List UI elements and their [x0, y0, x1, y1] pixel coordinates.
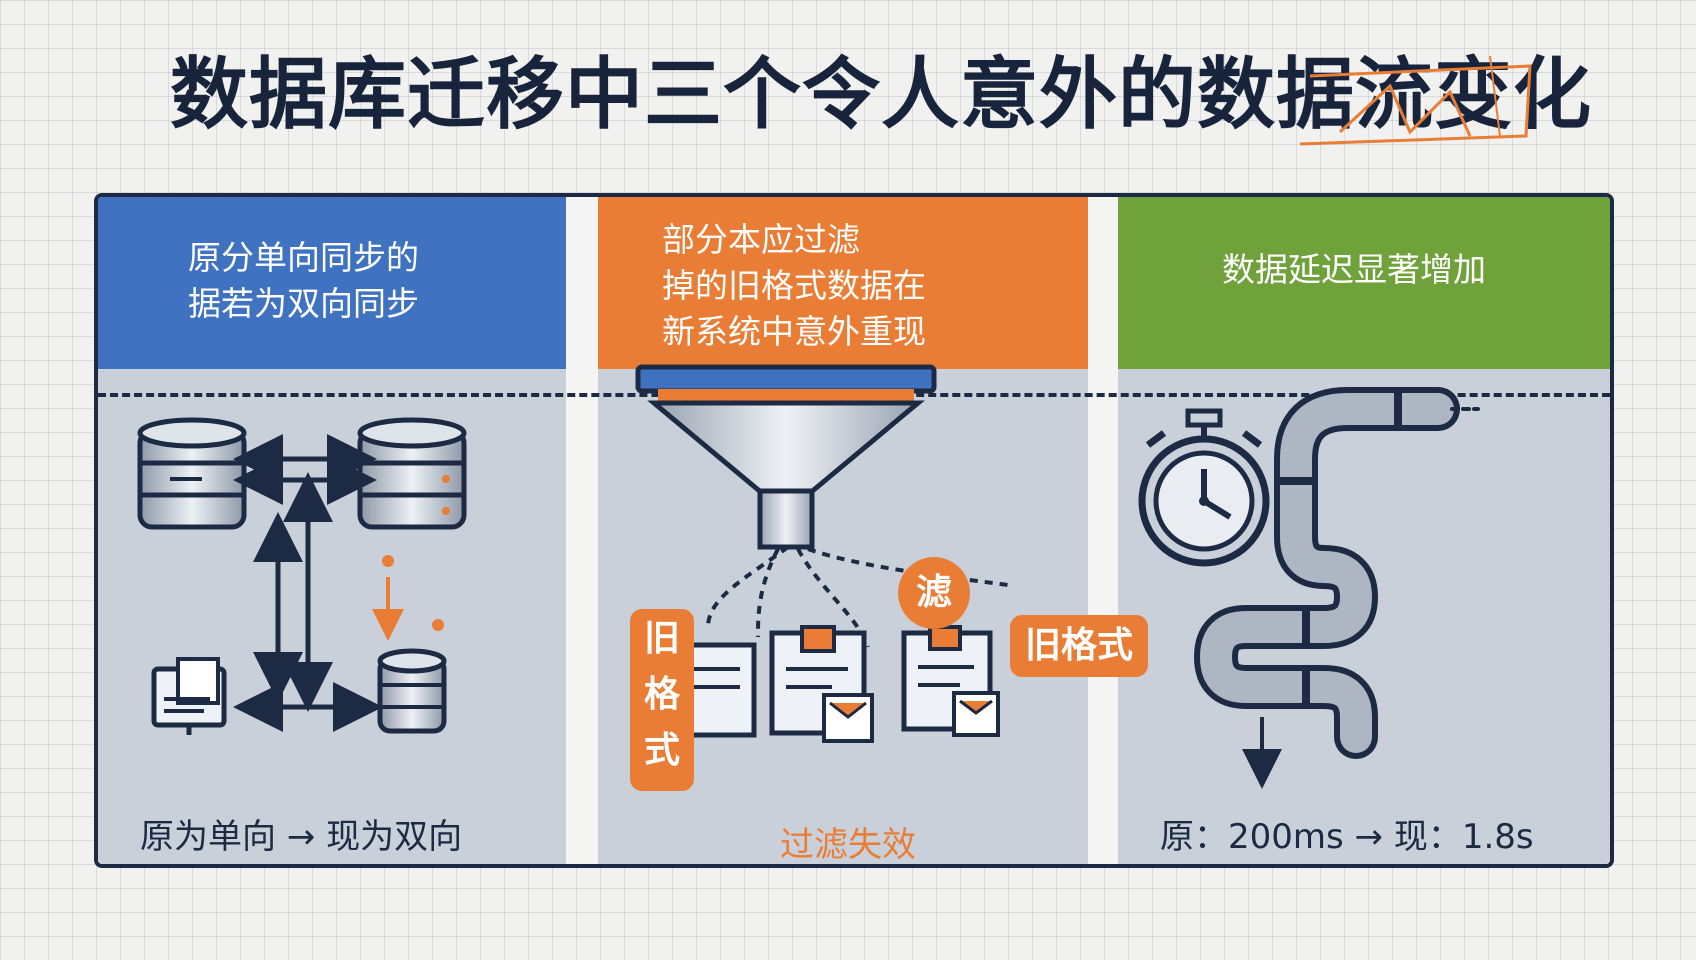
- filter-badge: 滤: [898, 557, 970, 629]
- caption-sync: 原为单向 → 现为双向: [140, 817, 463, 857]
- old-format-tag: 旧格式: [1010, 615, 1148, 677]
- pipe-icon: [1193, 387, 1480, 759]
- caption-latency: 原：200ms → 现：1.8s: [1160, 817, 1534, 857]
- page-title: 数据库迁移中三个令人意外的数据流变化: [170, 50, 1593, 140]
- panel-header: 数据延迟显著增加: [1118, 197, 1610, 369]
- header-line: 数据延迟显著增加: [1222, 250, 1486, 289]
- document-icon: [901, 625, 1000, 737]
- funnel-icon: [635, 364, 937, 550]
- panel-gap: [566, 197, 598, 864]
- bidirectional-arrow-icon: [233, 434, 383, 732]
- database-icon: [377, 648, 447, 734]
- header-line: 部分本应过滤: [662, 220, 860, 259]
- database-icon: [137, 417, 247, 530]
- diagram-board: 原分单向同步的 据若为双向同步 部分本应过滤 掉的旧格式数据在 新系统中意外重现…: [94, 193, 1614, 868]
- caption-filter: 过滤失效: [780, 825, 916, 865]
- header-line: 掉的旧格式数据在: [662, 266, 926, 305]
- panel-header: 部分本应过滤 掉的旧格式数据在 新系统中意外重现: [598, 197, 1088, 369]
- panel-gap: [1088, 197, 1118, 864]
- header-line: 原分单向同步的: [188, 238, 419, 277]
- tag-char: 式: [643, 730, 680, 771]
- stopwatch-icon: [1138, 408, 1270, 567]
- panel-bidirectional-sync: 原分单向同步的 据若为双向同步: [98, 197, 566, 864]
- header-line: 据若为双向同步: [188, 284, 419, 323]
- header-line: 新系统中意外重现: [662, 312, 926, 351]
- tag-char: 旧: [643, 618, 680, 659]
- sync-dots: [382, 555, 444, 631]
- panel-header: 原分单向同步的 据若为双向同步: [98, 197, 566, 369]
- tag-char: 格: [643, 674, 680, 715]
- scribble-decoration: [1299, 55, 1532, 146]
- database-icon: [357, 417, 467, 530]
- document-icon: [151, 657, 227, 735]
- old-format-tag: 旧格式: [630, 609, 694, 791]
- document-icon: [769, 625, 874, 743]
- illustration-layer: [137, 364, 1480, 789]
